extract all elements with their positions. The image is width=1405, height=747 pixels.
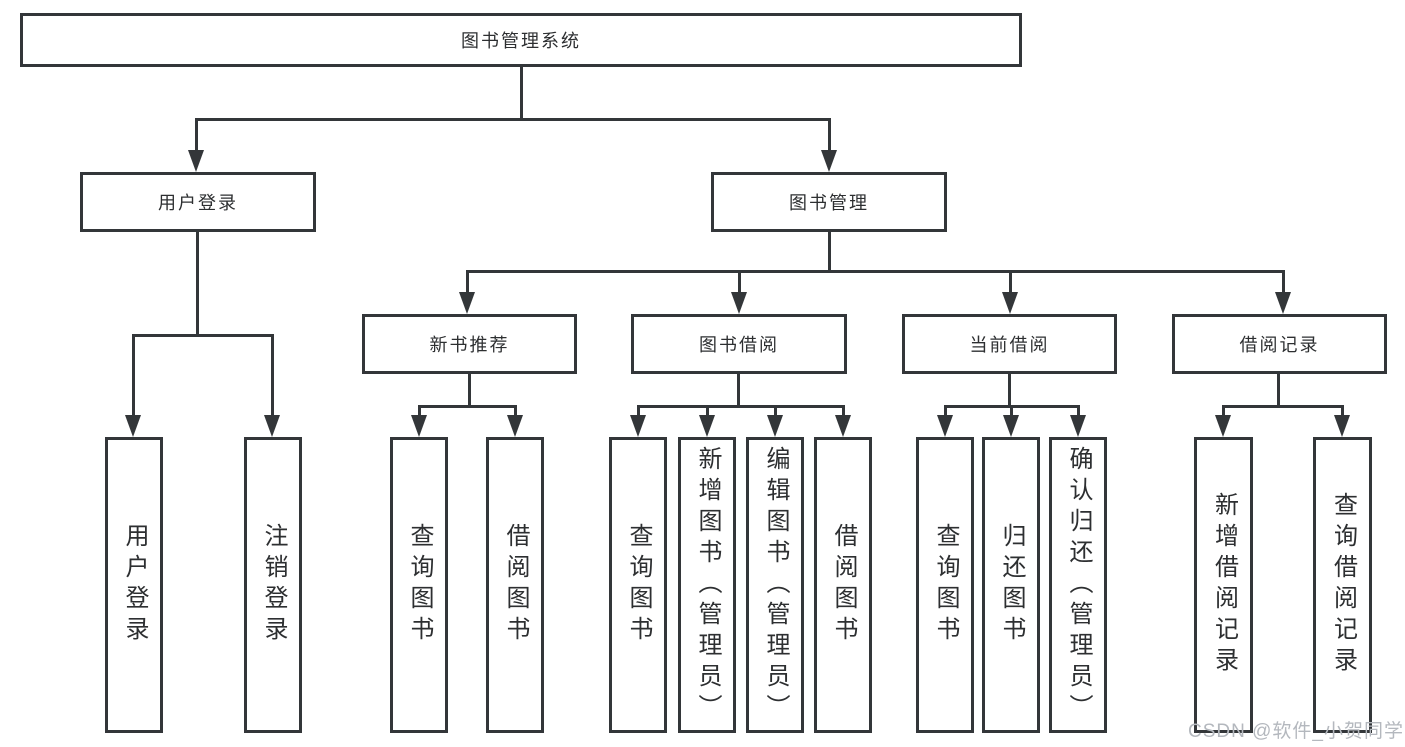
arrowhead-icon bbox=[264, 415, 280, 437]
connector-line bbox=[1009, 270, 1012, 294]
leaf-borrow-books-recommend-label: 借阅图书 bbox=[502, 523, 529, 647]
node-user-login: 用户登录 bbox=[80, 172, 316, 232]
connector-line bbox=[514, 405, 517, 417]
leaf-borrow-books-recommend: 借阅图书 bbox=[486, 437, 544, 733]
connector-line bbox=[196, 118, 831, 121]
node-borrow-records: 借阅记录 bbox=[1172, 314, 1387, 374]
connector-line bbox=[738, 270, 741, 294]
connector-line bbox=[737, 374, 740, 408]
connector-line bbox=[520, 67, 523, 121]
leaf-add-books-admin: 新增图书（管理员） bbox=[678, 437, 736, 733]
arrowhead-icon bbox=[1003, 415, 1019, 437]
arrowhead-icon bbox=[835, 415, 851, 437]
arrowhead-icon bbox=[821, 150, 837, 172]
connector-line bbox=[132, 334, 135, 417]
connector-line bbox=[196, 232, 199, 337]
leaf-borrow-books: 借阅图书 bbox=[814, 437, 872, 733]
arrowhead-icon bbox=[699, 415, 715, 437]
leaf-confirm-return-admin: 确认归还（管理员） bbox=[1049, 437, 1107, 733]
arrowhead-icon bbox=[1070, 415, 1086, 437]
node-book-borrow-label: 图书借阅 bbox=[699, 335, 779, 355]
arrowhead-icon bbox=[731, 292, 747, 314]
leaf-add-borrow-record-label: 新增借阅记录 bbox=[1210, 492, 1238, 678]
connector-line bbox=[466, 270, 469, 294]
node-book-management-label: 图书管理 bbox=[789, 193, 869, 213]
arrowhead-icon bbox=[630, 415, 646, 437]
leaf-query-books-current-label: 查询图书 bbox=[932, 523, 959, 647]
leaf-user-login-label: 用户登录 bbox=[121, 523, 148, 647]
connector-line bbox=[828, 118, 831, 152]
arrowhead-icon bbox=[1334, 415, 1350, 437]
connector-line bbox=[1341, 405, 1344, 417]
leaf-query-books-borrow: 查询图书 bbox=[609, 437, 667, 733]
arrowhead-icon bbox=[459, 292, 475, 314]
connector-line bbox=[1277, 374, 1280, 408]
arrowhead-icon bbox=[125, 415, 141, 437]
connector-line bbox=[271, 334, 274, 417]
connector-line bbox=[1282, 270, 1285, 294]
leaf-logout-label: 注销登录 bbox=[260, 523, 287, 647]
connector-line bbox=[466, 270, 1284, 273]
arrowhead-icon bbox=[507, 415, 523, 437]
arrowhead-icon bbox=[1002, 292, 1018, 314]
connector-line bbox=[1222, 405, 1225, 417]
connector-line bbox=[1010, 405, 1013, 417]
leaf-query-borrow-record: 查询借阅记录 bbox=[1313, 437, 1372, 733]
leaf-user-login: 用户登录 bbox=[105, 437, 163, 733]
arrowhead-icon bbox=[767, 415, 783, 437]
leaf-edit-books-admin-label: 编辑图书（管理员） bbox=[762, 445, 789, 725]
connector-line bbox=[842, 405, 845, 417]
leaf-logout: 注销登录 bbox=[244, 437, 302, 733]
leaf-query-books-recommend: 查询图书 bbox=[390, 437, 448, 733]
leaf-edit-books-admin: 编辑图书（管理员） bbox=[746, 437, 804, 733]
connector-line bbox=[944, 405, 947, 417]
connector-line bbox=[195, 118, 198, 152]
node-book-management: 图书管理 bbox=[711, 172, 947, 232]
connector-line bbox=[468, 374, 471, 408]
connector-line bbox=[1077, 405, 1080, 417]
node-current-borrow: 当前借阅 bbox=[902, 314, 1117, 374]
node-root-label: 图书管理系统 bbox=[461, 31, 581, 51]
connector-line bbox=[637, 405, 844, 408]
leaf-query-borrow-record-label: 查询借阅记录 bbox=[1329, 492, 1357, 678]
connector-line bbox=[828, 232, 831, 273]
node-borrow-records-label: 借阅记录 bbox=[1239, 335, 1320, 355]
connector-line bbox=[1222, 405, 1344, 408]
leaf-return-books-label: 归还图书 bbox=[998, 523, 1025, 647]
leaf-query-books-current: 查询图书 bbox=[916, 437, 974, 733]
node-root: 图书管理系统 bbox=[20, 13, 1022, 67]
connector-line bbox=[774, 405, 777, 417]
connector-line bbox=[1008, 374, 1011, 408]
connector-line bbox=[706, 405, 709, 417]
leaf-query-books-borrow-label: 查询图书 bbox=[625, 523, 652, 647]
leaf-query-books-recommend-label: 查询图书 bbox=[406, 523, 433, 647]
connector-line bbox=[637, 405, 640, 417]
arrowhead-icon bbox=[1275, 292, 1291, 314]
leaf-borrow-books-label: 借阅图书 bbox=[830, 523, 857, 647]
connector-line bbox=[132, 334, 274, 337]
csdn-watermark: CSDN @软件_小贺同学 bbox=[1188, 721, 1404, 742]
connector-line bbox=[418, 405, 517, 408]
node-user-login-label: 用户登录 bbox=[158, 193, 238, 213]
node-new-book-recommend: 新书推荐 bbox=[362, 314, 577, 374]
leaf-add-borrow-record: 新增借阅记录 bbox=[1194, 437, 1253, 733]
leaf-return-books: 归还图书 bbox=[982, 437, 1040, 733]
arrowhead-icon bbox=[411, 415, 427, 437]
arrowhead-icon bbox=[1215, 415, 1231, 437]
arrowhead-icon bbox=[188, 150, 204, 172]
connector-line bbox=[418, 405, 421, 417]
node-book-borrow: 图书借阅 bbox=[631, 314, 847, 374]
leaf-add-books-admin-label: 新增图书（管理员） bbox=[694, 445, 721, 725]
leaf-confirm-return-admin-label: 确认归还（管理员） bbox=[1065, 445, 1092, 725]
node-new-book-recommend-label: 新书推荐 bbox=[429, 335, 510, 355]
arrowhead-icon bbox=[937, 415, 953, 437]
node-current-borrow-label: 当前借阅 bbox=[969, 335, 1050, 355]
